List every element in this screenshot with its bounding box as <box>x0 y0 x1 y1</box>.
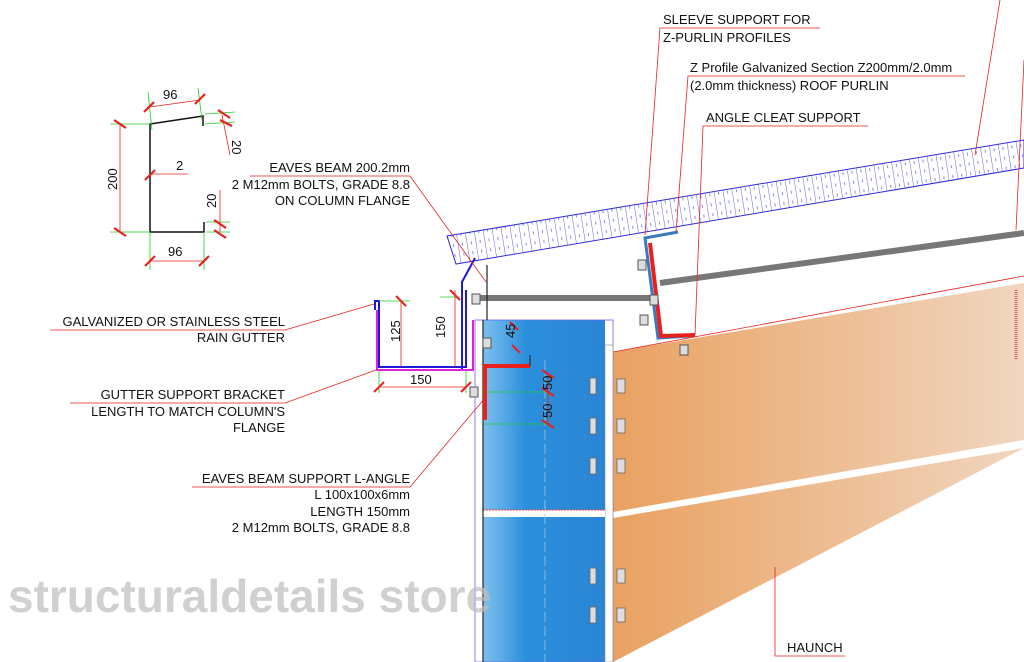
end-plate-bolts <box>589 377 626 624</box>
dim-top-lip: 20 <box>229 140 244 154</box>
label-eaves-2: 2 M12mm BOLTS, GRADE 8.8 <box>232 177 410 192</box>
end-plate <box>604 344 614 662</box>
label-angle-cleat: ANGLE CLEAT SUPPORT <box>706 110 861 125</box>
label-eaves-1: EAVES BEAM 200.2mm <box>269 160 410 175</box>
haunch <box>613 448 1024 662</box>
dim-bottom-width: 96 <box>168 244 182 259</box>
label-purlin-1: Z Profile Galvanized Section Z200mm/2.0m… <box>690 60 952 75</box>
l-angle <box>483 364 530 420</box>
rain-gutter <box>374 290 467 368</box>
purlin-line <box>659 230 1024 286</box>
dim-bolt-spacing-2: 50 <box>540 404 555 418</box>
dim-bolt-spacing-1: 50 <box>540 376 555 390</box>
dim-thickness: 2 <box>176 158 183 173</box>
dim-angle-offset: 45 <box>503 324 518 338</box>
eaves-bolt <box>471 293 481 305</box>
label-bracket-1: GUTTER SUPPORT BRACKET <box>101 387 285 402</box>
dim-gutter-height: 125 <box>388 320 403 342</box>
angle-bolt <box>469 386 479 398</box>
label-gutter-2: RAIN GUTTER <box>197 330 285 345</box>
c-section-detail: 96 96 2 200 20 20 <box>105 87 244 270</box>
column-stiffener <box>483 510 605 517</box>
rafter-upper <box>613 283 1024 512</box>
label-l-angle-4: 2 M12mm BOLTS, GRADE 8.8 <box>232 520 410 535</box>
dim-gutter-width: 150 <box>410 372 432 387</box>
label-sleeve-2: Z-PURLIN PROFILES <box>663 30 791 45</box>
label-purlin-2: (2.0mm thickness) ROOF PURLIN <box>690 78 889 93</box>
label-l-angle-3: LENGTH 150mm <box>310 504 410 519</box>
label-l-angle-2: L 100x100x6mm <box>314 487 410 502</box>
label-l-angle-1: EAVES BEAM SUPPORT L-ANGLE <box>202 471 410 486</box>
watermark: structuraldetails store <box>8 570 491 622</box>
label-gutter-1: GALVANIZED OR STAINLESS STEEL <box>62 314 285 329</box>
dim-bottom-lip: 20 <box>204 194 219 208</box>
label-sleeve-1: SLEEVE SUPPORT FOR <box>663 12 811 27</box>
label-haunch: HAUNCH <box>787 640 843 655</box>
label-bracket-3: FLANGE <box>233 420 285 435</box>
annotations: SLEEVE SUPPORT FOR Z-PURLIN PROFILES Z P… <box>62 12 952 655</box>
gutter-dimensions: 125 150 150 45 50 50 <box>373 289 555 429</box>
gutter-bracket <box>376 310 474 371</box>
eaves-bolt <box>482 337 492 349</box>
leader-lines <box>50 0 1024 657</box>
label-bracket-2: LENGTH TO MATCH COLUMN'S <box>91 404 285 419</box>
rafter-top-edge <box>612 275 1024 353</box>
roof-sheeting <box>446 139 1024 265</box>
dim-top-width: 96 <box>163 87 177 102</box>
z-purlin-sleeve <box>637 230 696 356</box>
dim-height: 200 <box>105 168 120 190</box>
label-eaves-3: ON COLUMN FLANGE <box>275 193 410 208</box>
column <box>483 320 605 662</box>
dim-bracket-height: 150 <box>433 316 448 338</box>
